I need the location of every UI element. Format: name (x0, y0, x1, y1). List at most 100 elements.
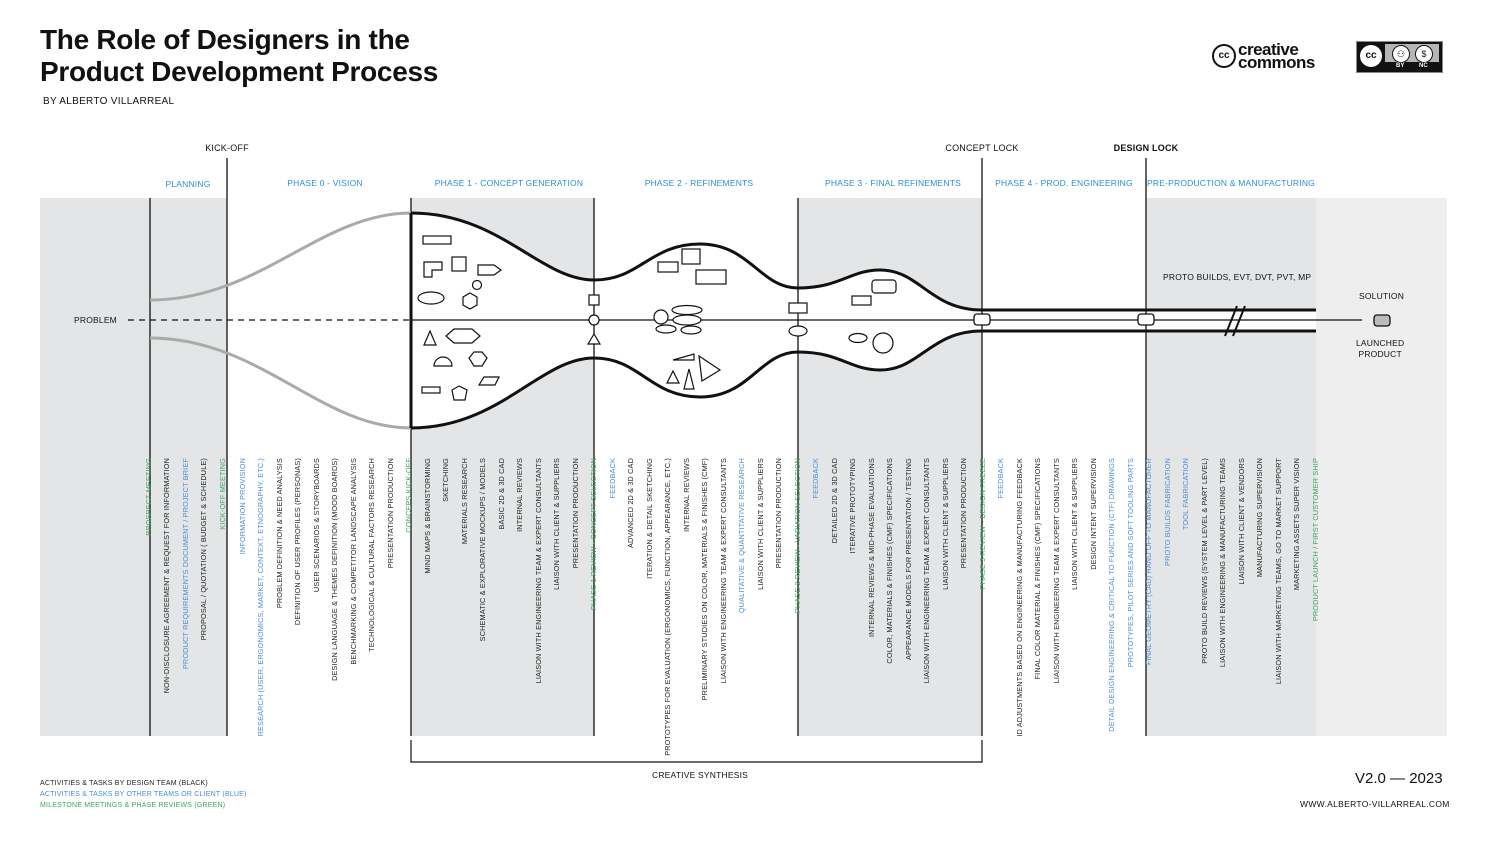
task-item: LIAISON WITH ENGINEERING & MANUFACTURING… (1218, 458, 1230, 728)
cc-word-2: commons (1238, 53, 1315, 72)
break-mark-1 (1224, 305, 1238, 337)
task-label: ITERATIVE PROTOTYPING (848, 458, 857, 554)
phase-label-prod-engineering: PHASE 4 - PROD. ENGINEERING (995, 178, 1133, 188)
phase-label-vision: PHASE 0 - VISION (287, 178, 363, 188)
task-label: PHASE 2 REVIEW - VARIATION SELECTION (793, 458, 802, 614)
task-item: PRESENTATION PRODUCTION (571, 458, 583, 728)
shape-ellipse-p2d (680, 325, 702, 335)
shape-ellipse-p3 (848, 332, 868, 344)
task-item: DESIGN INTENT SUPERVISION (1089, 458, 1101, 728)
task-item: DETAILED 2D & 3D CAD (830, 458, 842, 728)
task-item: PHASE 1 REVIEW - CONCEPT SELECTION (589, 458, 601, 728)
task-item: LIAISON WITH ENGINEERING TEAM & EXPERT C… (534, 458, 546, 728)
phase-label-preproduction: PRE-PRODUCTION & MANUFACTURING (1147, 178, 1315, 188)
cc-badge-icon: cc (1360, 45, 1382, 67)
break-mark-2 (1232, 305, 1246, 337)
task-item: SCHEMATIC & EXPLORATIVE MOCKUPS / MODELS (478, 458, 490, 728)
shape-tri-p2c (666, 369, 680, 384)
task-item: PRODUCT LAUNCH / FIRST CUSTOMER SHIP (1311, 458, 1323, 728)
shape-pentagon (451, 385, 468, 401)
task-item: FEEDBACK (811, 458, 823, 728)
shape-rounded-p3 (871, 279, 897, 294)
task-label: PRESENTATION PRODUCTION (386, 458, 395, 569)
task-label: ID ADJUSTMENTS BASED ON ENGINEERING & MA… (1015, 458, 1024, 737)
phase-label-concept-generation: PHASE 1 - CONCEPT GENERATION (434, 178, 584, 188)
divergence-curve-bottom (149, 336, 412, 430)
band-planning (40, 198, 227, 736)
task-item: LIAISON WITH MARKETING TEAMS, GO TO MARK… (1274, 458, 1286, 728)
shape-rect-p2 (657, 261, 679, 273)
task-label: MARKETING ASSETS SUPER VISION (1292, 458, 1301, 591)
legend-black: ACTIVITIES & TASKS BY DESIGN TEAM (BLACK… (40, 780, 208, 787)
task-item: PHASE 2 REVIEW - VARIATION SELECTION (793, 458, 805, 728)
task-item: QUALITATIVE & QUANTITATIVE RESEARCH (737, 458, 749, 728)
task-item: PRESENTATION PRODUCTION (774, 458, 786, 728)
task-label: PRODUCT LAUNCH / FIRST CUSTOMER SHIP (1311, 458, 1320, 622)
task-label: QUALITATIVE & QUANTITATIVE RESEARCH (737, 458, 746, 614)
task-label: LIAISON WITH CLIENT & SUPPLIERS (1070, 458, 1079, 590)
shape-rect-p3 (851, 295, 872, 306)
task-item: CONCEPS KICK-OFF (404, 458, 416, 728)
shape-arrow (477, 264, 503, 276)
task-label: PRESENTATION PRODUCTION (571, 458, 580, 569)
task-item: LIAISON WITH ENGINEERING TEAM & EXPERT C… (719, 458, 731, 728)
task-item: LIAISON WITH CLIENT & SUPPLIERS (756, 458, 768, 728)
task-item: ID ADJUSTMENTS BASED ON ENGINEERING & MA… (1015, 458, 1027, 737)
task-label: DEFINITION OF USER PROFILES (PERSONAS) (293, 458, 302, 626)
task-label: LIAISON WITH MARKETING TEAMS, GO TO MARK… (1274, 458, 1283, 685)
task-item: APPEARANCE MODELS FOR PRESENTATION / TES… (904, 458, 916, 728)
task-label: DESIGN INTENT SUPERVISION (1089, 458, 1098, 570)
task-label: LIAISON WITH CLIENT & SUPPLIERS (756, 458, 765, 590)
task-label: PRESENTATION PRODUCTION (774, 458, 783, 569)
shape-tri-p2d (683, 368, 695, 390)
creative-synthesis-label: CREATIVE SYNTHESIS (652, 770, 749, 780)
task-item: MARKETING ASSETS SUPER VISION (1292, 458, 1304, 728)
task-item: LIAISON WITH CLIENT & SUPPLIERS (1070, 458, 1082, 728)
task-item: FINAL COLOR MATERIAL & FINISHES (CMF) SP… (1033, 458, 1045, 728)
shape-octagon (468, 351, 488, 367)
funnel-outline-top (410, 211, 1316, 312)
shape-ellipse-p2b (672, 314, 702, 326)
task-item: ADVANCED 2D & 3D CAD (626, 458, 638, 728)
cc-circle-icon: cc (1212, 44, 1236, 68)
task-label: KICK-OFF MEETING (218, 458, 227, 530)
band-end (1316, 198, 1447, 736)
task-item: PROTOTYPES, PILOT SERIES AND SOFT TOOLIN… (1126, 458, 1138, 728)
task-item: PROPOSAL / QUOTATION ( BUDGET & SCHEDULE… (199, 458, 211, 728)
version-label: V2.0 — 2023 (1355, 770, 1443, 787)
task-label: SCHEMATIC & EXPLORATIVE MOCKUPS / MODELS (478, 458, 487, 642)
task-item: PROSPECT MEETING (144, 458, 156, 728)
task-label: PROSPECT MEETING (144, 458, 153, 536)
task-item: INTERNAL REVIEWS (515, 458, 527, 728)
task-item: DEFINITION OF USER PROFILES (PERSONAS) (293, 458, 305, 728)
shape-circle-p3 (872, 332, 894, 354)
shape-tri-p2b (698, 354, 722, 382)
design-lock-node (1137, 313, 1155, 326)
milestone-concept-lock: CONCEPT LOCK (945, 143, 1019, 153)
creative-commons-logo[interactable]: cc creative commons (1212, 40, 1332, 72)
task-item: MIND MAPS & BRAINSTORMING (423, 458, 435, 728)
task-label: TECHNOLOGICAL & CULTURAL FACTORS RESEARC… (367, 458, 376, 652)
page-title: The Role of Designers in the Product Dev… (40, 24, 439, 87)
task-label: BENCHMARKING & COMPETITOR LANDSCAPE ANAL… (349, 458, 358, 665)
task-item: PHASE 3 REVIEW - DESIGN FREEZE (978, 458, 990, 728)
task-item: COLOR, MATERIALS & FINISHES (CMF) SPECIF… (885, 458, 897, 728)
solution-label: SOLUTION (1359, 291, 1405, 301)
task-label: FINAL GEOMETRY (CAD) HAND OFF TO MANUFAC… (1144, 458, 1153, 666)
task-label: MANUFACTURING SUPERVISION (1255, 458, 1264, 578)
review1-triangle (586, 332, 602, 345)
task-label: PHASE 1 REVIEW - CONCEPT SELECTION (589, 458, 598, 611)
task-label: LIAISON WITH CLIENT & SUPPLIERS (941, 458, 950, 590)
shape-rect-wide-p2 (695, 269, 727, 285)
task-label: LIAISON WITH ENGINEERING TEAM & EXPERT C… (1052, 458, 1061, 684)
task-item: USER SCENARIOS & STORYBOARDS (312, 458, 324, 728)
website-link[interactable]: WWW.ALBERTO-VILLARREAL.COM (1300, 799, 1450, 809)
creative-synthesis-bracket (410, 740, 983, 763)
task-label: MIND MAPS & BRAINSTORMING (423, 458, 432, 574)
cc-by-nc-badge[interactable]: cc ⚇ $ BY NC (1356, 41, 1443, 73)
task-label: COLOR, MATERIALS & FINISHES (CMF) SPECIF… (885, 458, 894, 664)
task-item: PRODUCT REQUIREMENTS DOCUMENT / PROJECT … (181, 458, 193, 728)
shape-triangle (423, 329, 437, 346)
task-item: FEEDBACK (608, 458, 620, 728)
task-item: PROTOTYPES FOR EVALUATION (ERGONOMICS, F… (663, 458, 675, 756)
